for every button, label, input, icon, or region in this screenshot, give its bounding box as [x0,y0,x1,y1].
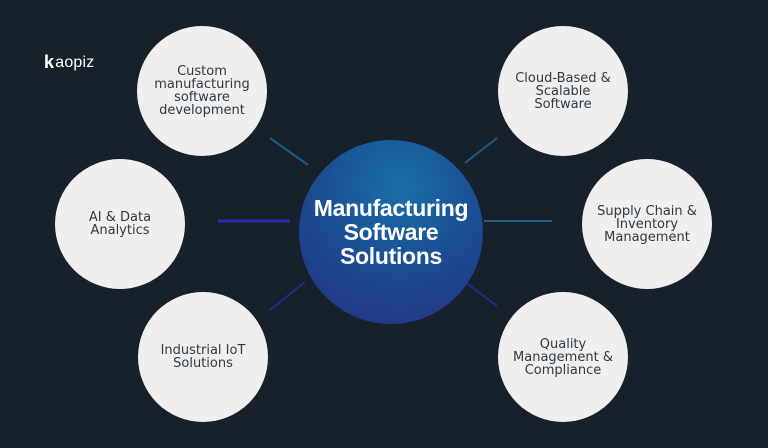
connector-quality [464,281,498,307]
connector-custom [269,137,309,166]
center-title: Manufacturing Software Solutions [313,195,469,269]
node-label: Cloud-Based & Scalable Software [515,70,611,112]
center-hub: Manufacturing Software Solutions [299,140,483,324]
node-cloud-software: Cloud-Based & Scalable Software [498,26,628,156]
brand-logo: k aopiz [44,52,94,73]
logo-mark: k [44,52,55,72]
connector-cloud [464,137,498,164]
connector-iot [269,281,306,311]
logo-wordmark: aopiz [55,53,95,71]
node-quality-management: Quality Management & Compliance [498,292,628,422]
node-label: AI & Data Analytics [88,210,152,238]
node-label: Custom manufacturing software developmen… [154,64,250,118]
node-supply-chain: Supply Chain & Inventory Management [582,159,712,289]
node-industrial-iot: Industrial IoT Solutions [138,292,268,422]
node-label: Supply Chain & Inventory Management [597,203,697,245]
node-label: Quality Management & Compliance [513,336,613,378]
node-ai-analytics: AI & Data Analytics [55,159,185,289]
node-custom-software: Custom manufacturing software developmen… [137,26,267,156]
node-label: Industrial IoT Solutions [160,343,246,371]
